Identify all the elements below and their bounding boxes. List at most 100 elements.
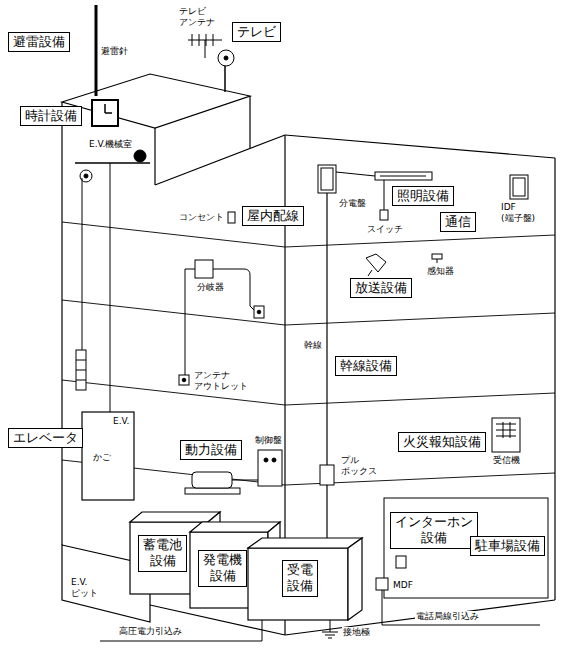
part-label: 幹線	[303, 340, 323, 351]
electrical-equipment-part	[384, 180, 385, 210]
floor-lines-part	[62, 300, 285, 325]
broadcast-fire-part	[366, 254, 386, 272]
part-label: プル ボックス	[340, 455, 378, 477]
tv-antenna-part	[224, 56, 228, 60]
tv-wiring-part	[179, 375, 189, 385]
electrical-equipment-part	[513, 178, 525, 196]
floor-lines-part	[285, 235, 555, 247]
equipment-label-box: 駐車場設備	[470, 536, 545, 556]
equipment-label-box: 動力設備	[180, 440, 242, 460]
building-outline-part	[249, 96, 250, 148]
part-label: テレビ アンテナ	[178, 6, 216, 28]
power-equipment-part	[240, 480, 258, 481]
elevator-part	[82, 178, 83, 350]
broadcast-fire-part	[496, 436, 516, 437]
tv-wiring-part	[182, 378, 186, 382]
equipment-name: 駐車場設備	[475, 538, 540, 554]
equipment-name: エレベータ	[13, 430, 78, 446]
substation-boxes-part	[130, 512, 220, 522]
broadcast-fire-part	[496, 430, 516, 431]
substation-boxes-part	[248, 538, 362, 548]
parking-area-part	[382, 590, 540, 625]
equipment-label-box: 火災報知設備	[398, 432, 486, 452]
elevator-part	[84, 174, 88, 178]
clock-part	[105, 112, 112, 114]
floor-lines-part	[62, 380, 285, 405]
equipment-name: 通信	[445, 214, 471, 230]
parking-area-part	[396, 556, 406, 568]
building-outline-part	[61, 102, 62, 545]
tv-antenna-part	[205, 40, 206, 58]
part-label: 分電盤	[338, 198, 367, 209]
equipment-label-box: 避雷設備	[8, 32, 70, 52]
part-label: E.V.	[112, 416, 130, 427]
elevator-part	[76, 360, 86, 361]
building-outline-part	[554, 158, 555, 600]
part-label: E.V.機械室	[88, 139, 133, 150]
part-label: IDF (端子盤)	[500, 202, 536, 224]
elevator-part	[76, 350, 86, 390]
power-equipment-part	[232, 480, 240, 481]
elevator-part	[76, 370, 86, 371]
equipment-label-box: 発電機 設備	[198, 550, 247, 587]
part-label: スイッチ	[366, 224, 404, 235]
part-label: 接地極	[342, 627, 371, 638]
clock-part	[104, 104, 106, 113]
part-label: 高圧電力引込み	[118, 626, 183, 637]
electrical-equipment-part	[380, 176, 426, 177]
building-outline	[62, 74, 555, 635]
building-outline-part	[155, 135, 285, 185]
electrical-equipment-part	[228, 212, 235, 223]
equipment-name: 照明設備	[397, 188, 449, 204]
floor-lines	[62, 222, 555, 485]
power-equipment-part	[258, 450, 282, 486]
part-label: 受信機	[492, 455, 521, 466]
elevator-part	[76, 380, 86, 381]
equipment-name: 屋内配線	[247, 208, 299, 224]
power-equipment-part	[272, 458, 276, 462]
elevator-part	[134, 150, 146, 162]
service-lines	[100, 620, 338, 641]
broadcast-fire-part	[503, 422, 504, 438]
broadcast-fire-part	[368, 270, 372, 276]
floor-lines-part	[285, 393, 555, 405]
equipment-label-box: インターホン 設備	[390, 512, 478, 549]
service-lines-part	[100, 620, 262, 641]
equipment-name: インターホン 設備	[395, 514, 473, 547]
building-outline-part	[285, 135, 555, 158]
broadcast-fire-part	[510, 422, 511, 438]
service-lines-part	[325, 635, 335, 636]
equipment-label-box: エレベータ	[8, 428, 83, 448]
tv-wiring-part	[254, 306, 264, 318]
electrical-equipment-part	[380, 210, 388, 220]
part-label: 制御盤	[254, 435, 283, 446]
tv-antenna-part	[192, 34, 193, 46]
tv-antenna	[188, 34, 234, 92]
equipment-label-box: 照明設備	[392, 186, 454, 206]
equipment-label-box: 幹線設備	[335, 356, 397, 376]
tv-wiring-part	[185, 269, 195, 375]
electrical-equipment-part	[375, 172, 432, 180]
broadcast-fire-part	[437, 259, 438, 263]
tv-wiring-part	[195, 260, 213, 278]
electrical-equipment-part	[336, 172, 375, 176]
electrical-equipment-part	[318, 165, 336, 193]
parking-area-part	[384, 498, 548, 598]
equipment-label-box: 受電 設備	[282, 560, 318, 597]
substation-boxes	[130, 512, 362, 620]
broadcast-fire-part	[492, 418, 520, 452]
equipment-label-box: 屋内配線	[242, 206, 304, 226]
building-outline-part	[154, 128, 155, 185]
equipment-name: テレビ	[237, 24, 276, 40]
part-label: かご	[92, 452, 112, 463]
equipment-name: 動力設備	[185, 442, 237, 458]
broadcast-fire-part	[432, 254, 442, 259]
tv-wiring-part	[257, 310, 261, 314]
power-equipment-part	[185, 488, 240, 494]
part-label: コンセント	[178, 212, 225, 223]
equipment-label-box: 蓄電池 設備	[138, 535, 187, 572]
part-label: 分岐器	[196, 282, 225, 293]
equipment-name: 火災報知設備	[403, 434, 481, 450]
building-outline-part	[62, 74, 250, 128]
electrical-equipment-part	[321, 168, 333, 190]
